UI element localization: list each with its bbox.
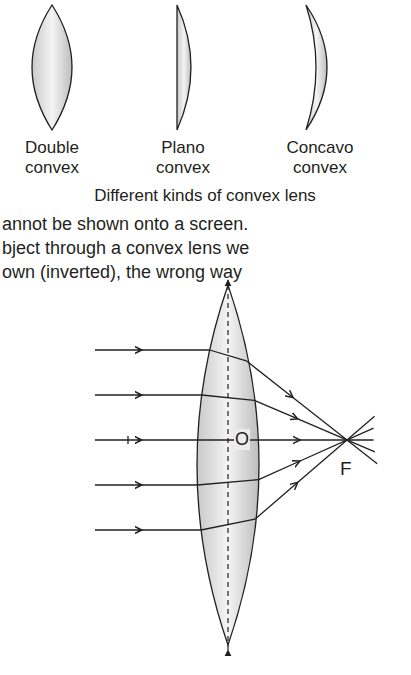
optical-centre-label: O [234,429,250,450]
figure-caption: Different kinds of convex lens [94,186,316,206]
incident-ray [138,349,210,350]
incident-ray [138,439,198,440]
lens-name: Concavo convex [280,138,360,177]
refracted-ray [258,439,298,440]
refracted-ray [255,484,296,520]
double-convex-lens [32,5,72,130]
incident-ray [138,394,202,395]
incident-ray [138,484,197,485]
incident-ray [95,349,140,350]
refracted-ray [298,428,373,462]
body-text: bject through a convex lens we [2,238,249,259]
refracted-ray [246,361,291,397]
refracted-ray [259,462,299,480]
concavo-convex-lens [306,5,327,130]
ray-tick [127,436,128,444]
refracted-ray [296,418,375,452]
refracted-ray [292,396,378,463]
light-rays [95,350,377,530]
lens-name: Plano convex [144,138,222,177]
plano-convex-lens [177,5,191,130]
incident-ray [138,529,201,530]
lens-name: Double convex [13,138,91,177]
incident-ray [95,484,140,485]
incident-ray [95,439,140,440]
focus-label: F [340,458,352,480]
refracted-ray [298,439,373,440]
incident-ray [95,394,140,395]
refracted-ray [210,350,247,361]
incident-ray [95,529,140,530]
refracted-ray [201,519,255,530]
refracted-ray [197,480,258,485]
lens-axis [227,280,228,650]
refracted-ray [254,400,296,418]
refracted-ray [296,416,374,483]
body-text: own (inverted), the wrong way [2,262,242,283]
refracted-ray [202,395,255,400]
body-text: annot be shown onto a screen. [2,214,248,235]
